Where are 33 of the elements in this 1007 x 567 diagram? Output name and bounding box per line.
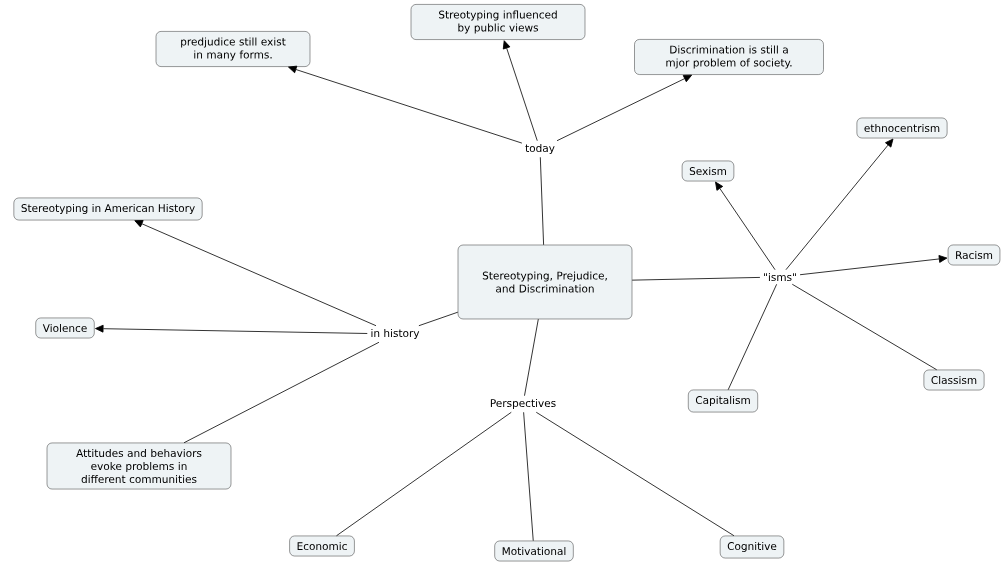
connector	[502, 40, 538, 142]
concept-box: Capitalism	[688, 389, 758, 413]
connector	[785, 138, 894, 271]
concept-box: Sexism	[681, 160, 735, 182]
concept-box: Economic	[289, 535, 355, 557]
concept-box: Streotyping influenced by public views	[410, 4, 586, 40]
concept-box: ethnocentrism	[856, 117, 948, 139]
concept-box: Motivational	[494, 540, 574, 562]
connector	[288, 65, 523, 144]
connector	[134, 220, 377, 327]
concept-box: Violence	[35, 317, 95, 339]
connector	[183, 341, 380, 444]
concept-box: Classism	[923, 369, 985, 391]
connector	[539, 156, 544, 246]
connector	[799, 255, 948, 276]
concept-box: Stereotyping, Prejudice, and Discrimination	[457, 244, 633, 320]
connector	[535, 411, 735, 537]
connector	[524, 318, 539, 397]
connector	[336, 411, 512, 537]
connector	[95, 324, 368, 334]
connector	[791, 283, 938, 371]
concept-box: predjudice still exist in many forms.	[155, 31, 311, 67]
concept-box: Attitudes and behaviors evoke problems in different communities	[46, 442, 232, 490]
concept-box: Discrimination is still a mjor problem of society.	[634, 39, 824, 75]
connector	[523, 411, 534, 542]
connector	[631, 277, 761, 281]
concept-box: Cognitive	[719, 535, 785, 559]
connector	[418, 311, 459, 327]
connector	[556, 74, 692, 142]
concept-box: Racism	[947, 244, 1001, 266]
concept-box: Stereotyping in American History	[13, 197, 203, 221]
connector	[715, 181, 776, 271]
connector	[727, 283, 778, 391]
